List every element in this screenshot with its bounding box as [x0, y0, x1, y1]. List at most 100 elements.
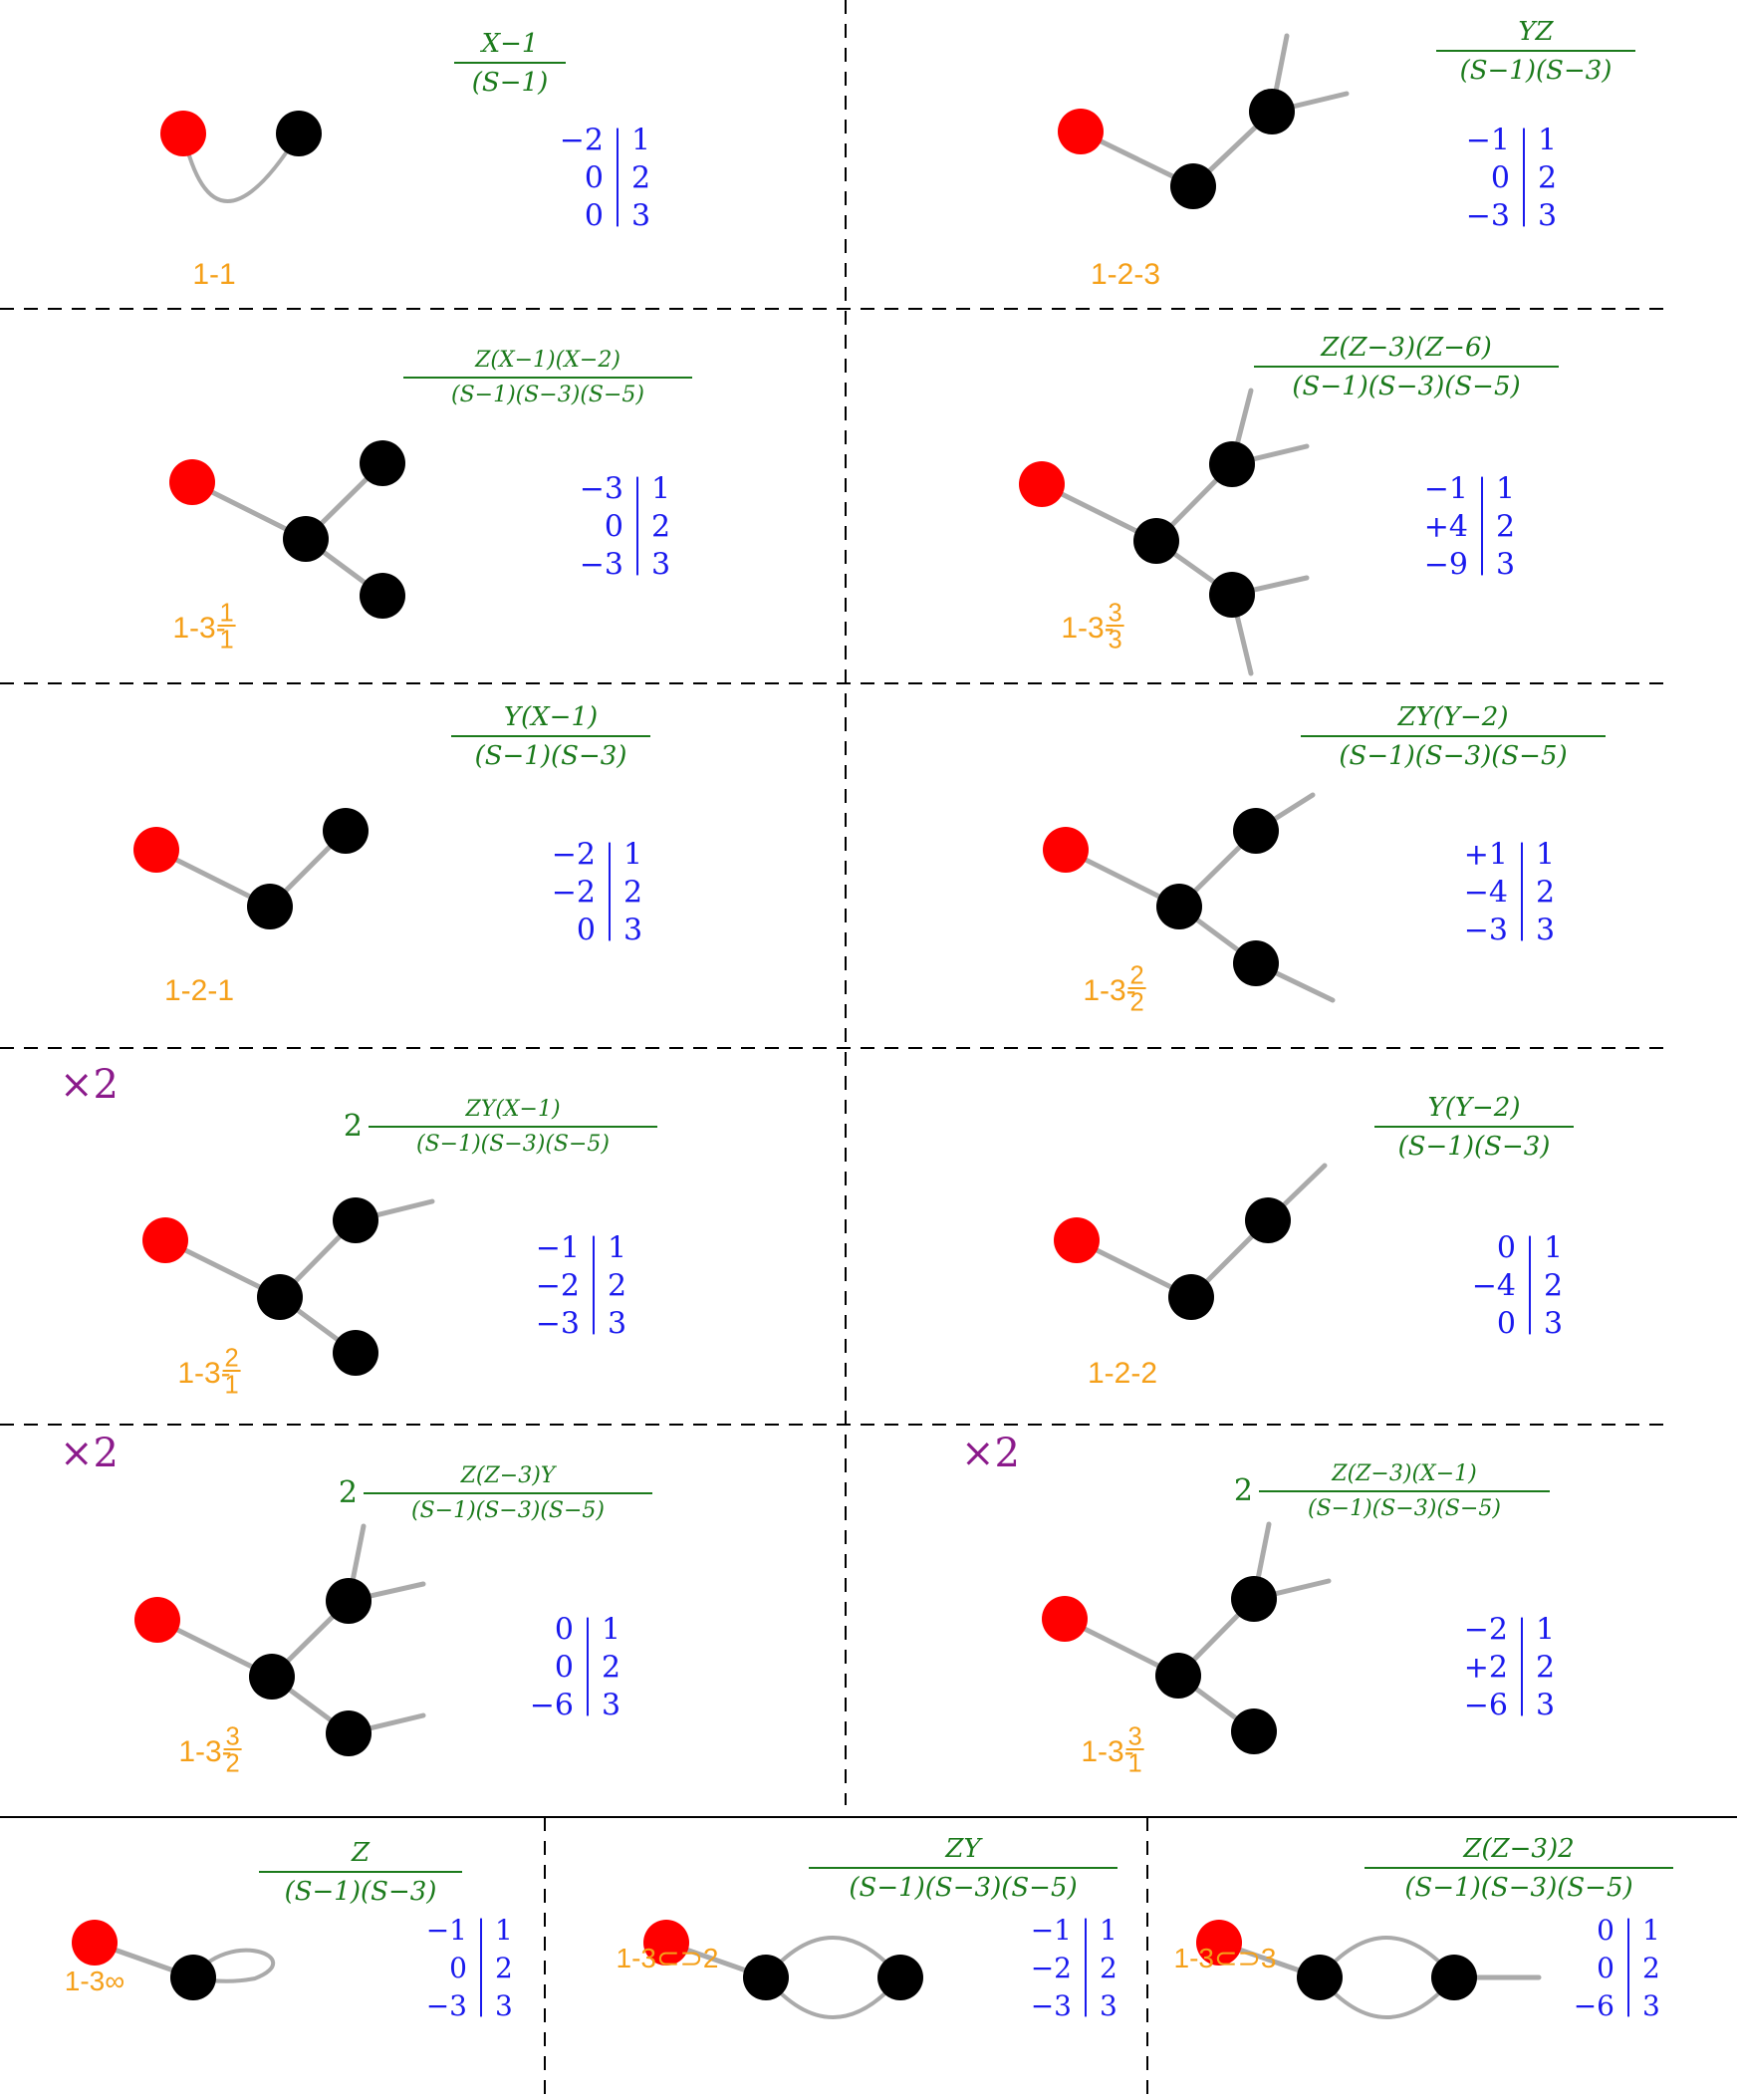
graph-label-top: 3 — [1109, 600, 1122, 628]
graph-node — [333, 1197, 378, 1243]
graph-label-main: 1-2-1 — [164, 974, 234, 1007]
table-index: 3 — [651, 548, 670, 583]
graph-node — [249, 1654, 295, 1700]
table-value: −3 — [1464, 914, 1508, 948]
formula: ZY(S−1)(S−3)(S−5) — [809, 1834, 1117, 1903]
graph-label-bottom: 2 — [1130, 989, 1144, 1017]
table-index: 2 — [631, 161, 650, 196]
root-node — [643, 1920, 689, 1966]
multiplier-label: ×2 — [961, 1431, 1020, 1476]
formula-numerator: Z(X−1)(X−2) — [474, 348, 620, 373]
graph-label: 1-3∞ — [65, 1966, 124, 1996]
root-node — [134, 1597, 180, 1643]
table-index: 2 — [1536, 1651, 1555, 1686]
table-value: −1 — [1466, 124, 1510, 158]
table-value: 0 — [1497, 1231, 1516, 1266]
table-index: 1 — [1536, 1613, 1555, 1648]
root-node — [1196, 1920, 1242, 1966]
table-index: 3 — [495, 1989, 513, 2022]
graph-node — [1168, 1274, 1214, 1320]
table-index: 1 — [1544, 1231, 1563, 1266]
formula-denominator: (S−1)(S−3) — [1398, 1132, 1551, 1162]
graph-label: 1-1 — [192, 258, 235, 291]
formula-denominator: (S−1)(S−3)(S−5) — [1308, 1496, 1501, 1521]
graph — [160, 111, 322, 203]
graph-curved-edge — [181, 131, 301, 203]
table-value: 0 — [1497, 1307, 1516, 1342]
table-value: −3 — [1466, 199, 1510, 234]
graph — [142, 1197, 435, 1376]
graph-node — [1297, 1955, 1343, 2000]
table-index: 2 — [1544, 1269, 1563, 1304]
graph-node — [743, 1955, 789, 2000]
formula-numerator: Y(Y−2) — [1428, 1093, 1521, 1123]
graph — [133, 808, 369, 929]
graph-label-main: 1-2-2 — [1088, 1357, 1157, 1390]
graph-node — [1233, 808, 1279, 854]
graph-node — [1170, 163, 1216, 209]
graph-node — [360, 440, 405, 486]
graph-label: 1-3⊂⊃3 — [1174, 1943, 1277, 1973]
graph-node — [1233, 940, 1279, 986]
formula: Y(X−1)(S−1)(S−3) — [451, 702, 650, 771]
table-value: −1 — [536, 1231, 580, 1266]
formula-denominator: (S−1) — [472, 68, 548, 98]
table-index: 1 — [602, 1613, 620, 1648]
graph-label-bottom: 2 — [226, 1750, 240, 1778]
formula-numerator: ZY — [944, 1834, 983, 1864]
graph-label: 1-3-22 — [1083, 962, 1146, 1017]
table-value: −2 — [536, 1269, 580, 1304]
graph-label-bottom: 1 — [220, 627, 234, 655]
formula-denominator: (S−1)(S−3)(S−5) — [411, 1498, 605, 1523]
graph-curved-edge — [764, 1936, 902, 1979]
graph-label-main: 1-3∞ — [65, 1966, 124, 1996]
graph-node — [877, 1955, 923, 2000]
graph-label-main: 1-3- — [177, 1357, 230, 1390]
graph-node — [1249, 89, 1295, 134]
graph-label: 1-3-31 — [1081, 1723, 1144, 1778]
graph-node — [1133, 518, 1179, 564]
table-value: +2 — [1464, 1651, 1508, 1686]
table-value: 0 — [1491, 161, 1510, 196]
table-value: −6 — [530, 1689, 574, 1723]
table-index: 2 — [1100, 1952, 1117, 1984]
graph-label-main: 1-3- — [1061, 612, 1114, 645]
table-index: 2 — [608, 1269, 626, 1304]
table-value: −2 — [560, 124, 604, 158]
formula-numerator: ZY(X−1) — [464, 1097, 560, 1122]
root-node — [1058, 109, 1104, 154]
graph-node — [1209, 441, 1255, 487]
formula: X−1(S−1) — [454, 29, 566, 98]
table-value: 0 — [577, 914, 596, 948]
graph-node — [1231, 1708, 1277, 1754]
graph-node — [1209, 572, 1255, 618]
formula: Z(Z−3)(Z−6)(S−1)(S−3)(S−5) — [1254, 333, 1559, 401]
formula-denominator: (S−1)(S−3)(S−5) — [1404, 1873, 1632, 1903]
formula: Z(Z−3)2(S−1)(S−3)(S−5) — [1365, 1834, 1673, 1903]
table-index: 1 — [1642, 1914, 1660, 1947]
formula-numerator: Y(X−1) — [504, 702, 598, 732]
root-node — [1042, 1596, 1088, 1642]
table-value: 0 — [585, 161, 604, 196]
formula: ZY(Y−2)(S−1)(S−3)(S−5) — [1301, 702, 1606, 771]
table-value: +4 — [1424, 510, 1468, 545]
graph-label: 1-3-32 — [178, 1723, 242, 1778]
table-value: −6 — [1574, 1989, 1614, 2022]
graph-label-bottom: 1 — [225, 1372, 239, 1400]
table-index: 3 — [623, 914, 642, 948]
table-index: 1 — [651, 472, 670, 507]
